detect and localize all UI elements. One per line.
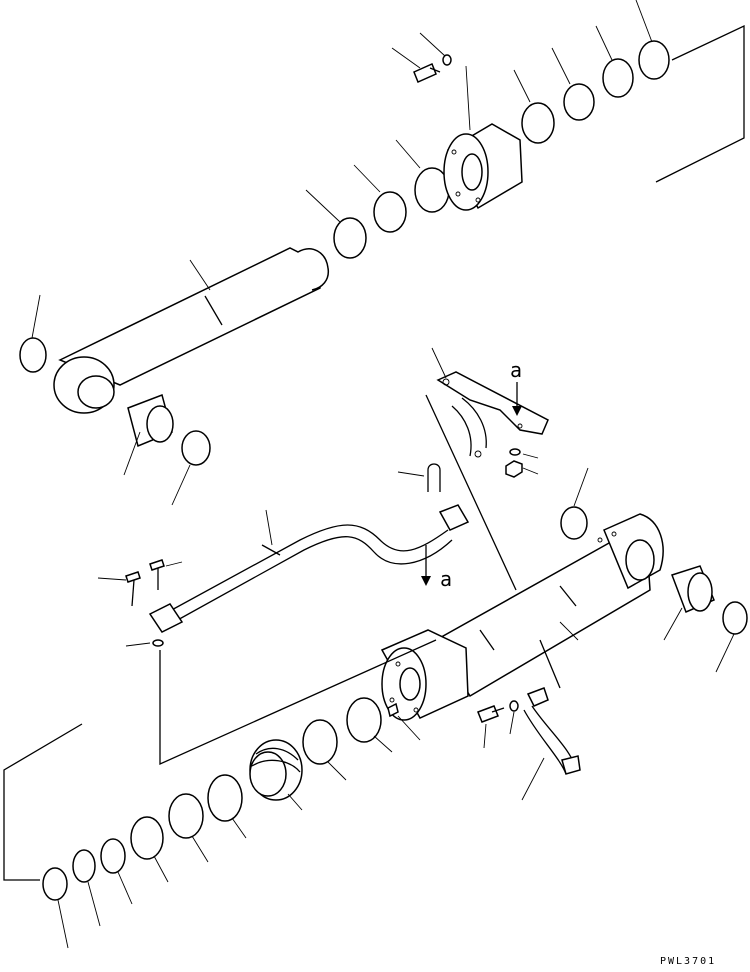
piston-ring-6 [42, 867, 68, 901]
piston-ring-3 [130, 816, 164, 860]
arrow-a-upper: a [510, 358, 522, 416]
group-bracket-tube [425, 394, 517, 591]
leader-lines-lower [483, 711, 545, 801]
snap-ring [333, 217, 367, 259]
callout-a-upper: a [510, 358, 522, 382]
leader-lines-tube [559, 467, 735, 673]
head-ring-3 [602, 58, 634, 98]
tube-seal-ring [722, 601, 748, 635]
piston-ring-1 [207, 774, 243, 822]
bracket-washer [509, 448, 521, 456]
bracket-nut [505, 460, 523, 478]
cylinder-tube [434, 513, 664, 698]
piston [380, 629, 469, 721]
head-ring-1 [521, 102, 555, 144]
set-screw [387, 702, 399, 718]
head-washer [442, 54, 452, 66]
leader-lines-pipe [97, 471, 425, 647]
group-bracket-lower [539, 639, 561, 689]
leader-lines-upper [31, 0, 653, 506]
arrow-a-lower: a [421, 545, 452, 591]
piston-ring-4 [100, 838, 126, 874]
head-ring-2 [563, 83, 595, 121]
mounting-bracket [436, 371, 549, 458]
u-bolt [427, 463, 441, 492]
lower-bolt [477, 705, 505, 723]
pipe-bolts [125, 559, 165, 607]
piston-seal-assembly [249, 739, 303, 801]
lower-bracket [523, 687, 581, 775]
tube-bushing [671, 565, 715, 613]
buffer-ring [373, 191, 407, 233]
hydraulic-pipe [148, 504, 470, 633]
head-ring-4 [638, 40, 670, 80]
piston-rod [53, 247, 330, 414]
o-ring-small [152, 639, 164, 647]
group-bracket-piston [159, 639, 437, 766]
tube-ring-top [560, 506, 588, 540]
group-bracket-left [3, 723, 83, 881]
seal-ring-eye [181, 430, 211, 466]
lower-washer [509, 700, 519, 712]
head-bolt [413, 62, 441, 84]
cylinder-head [443, 123, 523, 211]
leader-lines-seals [57, 735, 393, 949]
drawing-code: PWL3701 [660, 956, 716, 967]
callout-a-lower: a [440, 567, 452, 591]
piston-ring-5 [72, 849, 96, 883]
group-bracket-line [655, 24, 745, 183]
rod-eye-bushing [127, 394, 174, 448]
piston-ring-2 [168, 793, 204, 839]
wear-ring-2 [302, 719, 338, 765]
wear-ring-1 [346, 697, 382, 743]
seal-ring-left [19, 337, 47, 373]
